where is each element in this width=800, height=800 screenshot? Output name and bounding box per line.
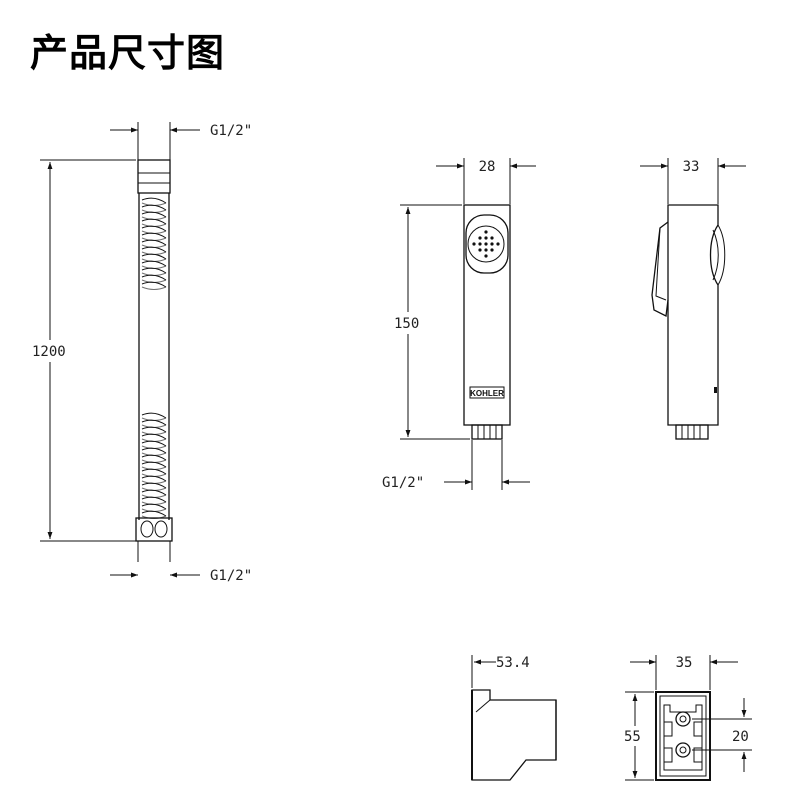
hose-length-label: 1200 [32,344,66,360]
holder-hole-upper [675,711,691,727]
holder-side-view: 53.4 [471,655,557,781]
sprayer-side-view: 33 [640,158,746,440]
holder-depth-label: 53.4 [496,655,530,671]
sprayer-depth-label: 33 [683,159,700,175]
hose-bottom-fitting [135,517,173,542]
sprayer-front-thread [471,424,503,440]
holder-width-label: 35 [676,655,693,671]
holder-side-body [471,689,557,781]
holder-hole-spacing-label: 20 [732,729,749,745]
sprayer-spray-face [465,214,509,274]
sprayer-side-body [667,204,719,426]
holder-front-view: 35 55 20 [623,655,752,781]
holder-hole-lower [675,742,691,758]
holder-front-body [655,691,711,781]
hose-top-nut [137,159,171,194]
sprayer-height-label: 150 [394,316,419,332]
hose-spiral-lower [141,412,167,519]
hose-bottom-thread-label: G1/2" [210,568,252,584]
hose-spiral-upper [141,197,167,290]
sprayer-front-view: KOHLER 28 150 G1/2" [382,158,536,491]
sprayer-trigger [651,221,669,317]
page-title: 产品尺寸图 [30,31,226,75]
hose-top-thread-label: G1/2" [210,123,252,139]
hose-drawing: G1/2" 1200 G1/2" [30,122,252,584]
sprayer-side-thread [675,424,709,440]
sprayer-nozzle-icon [467,225,505,263]
brand-logo: KOHLER [470,389,504,398]
holder-height-label: 55 [624,729,641,745]
sprayer-thread-label: G1/2" [382,475,424,491]
sprayer-width-label: 28 [479,159,496,175]
